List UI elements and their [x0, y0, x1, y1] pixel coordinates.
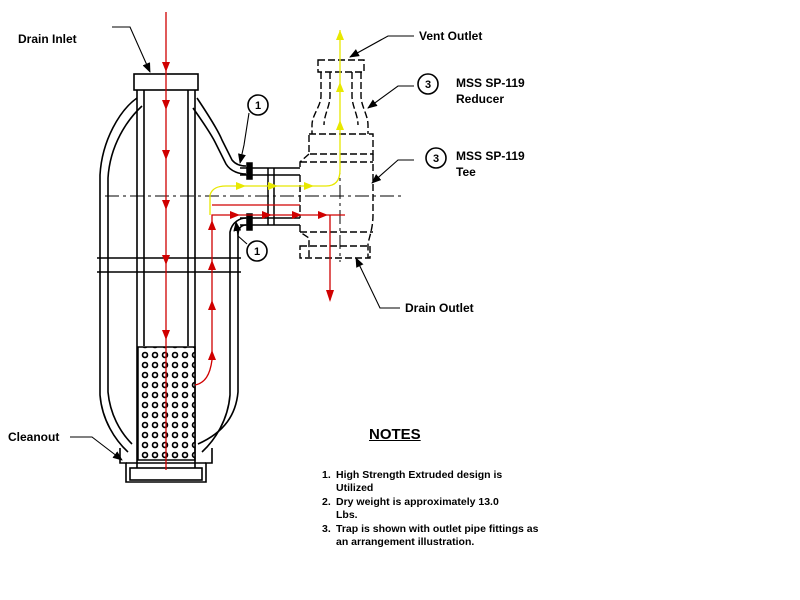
- callout-reducer-text: 3: [425, 79, 431, 91]
- side-outlets: [240, 162, 300, 231]
- callout-tee-text: 3: [433, 153, 439, 165]
- inner-pipe: [133, 73, 199, 468]
- label-reducer: Reducer: [456, 92, 505, 106]
- note-item: 3. Trap is shown with outlet pipe fittin…: [322, 523, 551, 549]
- callout-weld-top: [247, 94, 269, 116]
- vent-flow: [209, 30, 344, 215]
- notes-title: NOTES: [369, 426, 421, 443]
- note-item: 1. High Strength Extruded design is Util…: [322, 469, 551, 495]
- callout-reducer: [417, 73, 439, 95]
- callout-weld-top-text: 1: [255, 100, 261, 112]
- label-vent-outlet: Vent Outlet: [419, 29, 483, 43]
- callout-weld-bottom-text: 1: [254, 246, 260, 258]
- label-drain-outlet: Drain Outlet: [405, 301, 474, 315]
- label-reducer-spec: MSS SP-119: [456, 76, 525, 90]
- trap-body: [97, 97, 247, 453]
- note-text: High Strength Extruded design is Utilize…: [336, 469, 503, 494]
- note-item: 2. Dry weight is approximately 13.0 Lbs.: [322, 496, 551, 522]
- callout-tee: [425, 147, 447, 169]
- label-tee: Tee: [456, 165, 476, 179]
- callout-weld-bottom: [246, 240, 268, 262]
- callout-circles: [246, 73, 447, 262]
- note-number: 3.: [322, 523, 331, 535]
- label-tee-spec: MSS SP-119: [456, 149, 525, 163]
- notes-list: 1. High Strength Extruded design is Util…: [322, 469, 551, 550]
- note-text: Dry weight is approximately 13.0 Lbs.: [336, 496, 499, 521]
- note-text: Trap is shown with outlet pipe fittings …: [336, 523, 539, 548]
- note-number: 1.: [322, 469, 331, 481]
- note-number: 2.: [322, 496, 331, 508]
- label-cleanout: Cleanout: [8, 430, 60, 444]
- leaders: [70, 26, 414, 461]
- drain-flow: [162, 12, 345, 470]
- label-drain-inlet: Drain Inlet: [18, 32, 77, 46]
- tee-reducer: [299, 59, 374, 259]
